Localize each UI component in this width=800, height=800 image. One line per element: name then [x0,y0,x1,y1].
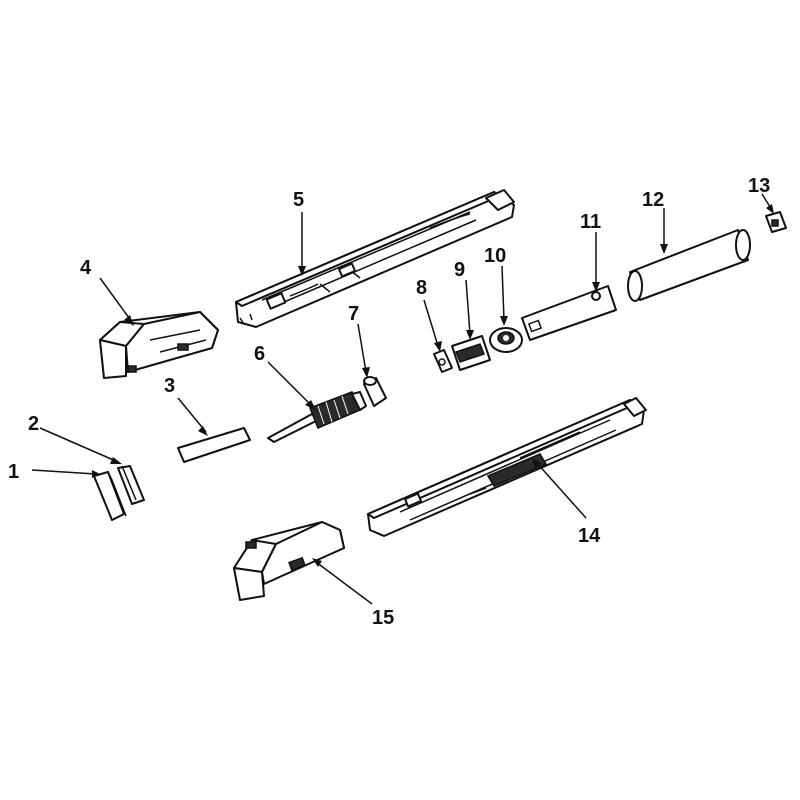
part-1-pad [93,471,127,521]
label-9: 9 [454,259,465,281]
label-6: 6 [254,343,265,365]
leader-lines [31,193,774,605]
label-8: 8 [416,277,427,299]
part-2-pad [117,465,145,505]
part-5-upper-housing [235,189,515,328]
part-9-clip [451,335,491,371]
label-15: 15 [372,607,394,629]
label-5: 5 [293,189,304,211]
part-8-bracket [433,349,453,373]
label-11: 11 [580,211,601,233]
label-10: 10 [484,245,506,267]
label-2: 2 [28,413,39,435]
label-12: 12 [642,189,664,211]
part-15-end-cap [233,521,345,601]
part-10-button [489,327,523,353]
part-7-cylinder [363,376,387,407]
label-13: 13 [748,175,770,197]
label-1: 1 [8,461,19,483]
part-11-plate [521,285,617,341]
label-7: 7 [348,303,359,325]
callout-labels: 1 2 3 4 5 6 7 8 9 10 11 12 13 14 15 [8,175,770,629]
label-4: 4 [80,257,92,279]
part-14-lower-housing [367,397,647,537]
part-4-end-cap [99,311,219,379]
part-3-strip [177,427,251,463]
label-14: 14 [578,525,601,547]
part-12-tube [627,229,751,302]
part-6-pin [267,391,367,443]
label-3: 3 [164,375,175,397]
part-13-block [765,211,787,233]
